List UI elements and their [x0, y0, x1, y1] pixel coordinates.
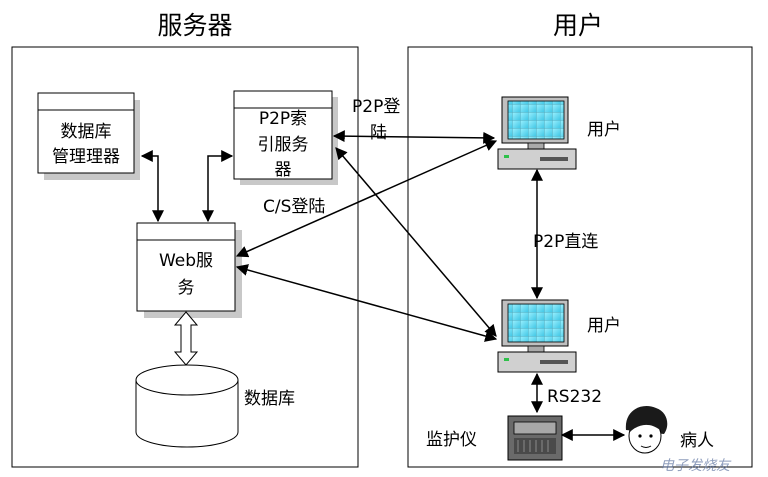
p2p-direct-label: P2P直连	[533, 232, 598, 252]
patient-label: 病人	[680, 431, 714, 451]
db-link-arrow	[173, 311, 199, 366]
user1-label: 用户	[587, 120, 621, 140]
p2p-index-label-line3: 器	[275, 160, 292, 180]
web-user2-arrow	[235, 264, 498, 342]
db-manager-web-arrow	[140, 150, 164, 223]
web-service-label-line1: Web服	[159, 251, 213, 271]
user1-computer-icon	[497, 96, 577, 170]
monitor-label: 监护仪	[426, 430, 477, 450]
web-service-box: Web服 务	[136, 222, 242, 318]
server-title: 服务器	[157, 11, 232, 40]
p2p-index-box: P2P索 引服务 器	[233, 90, 338, 185]
p2p-index-web-arrow	[202, 150, 234, 223]
p2p-login-label-line2: 陆	[370, 123, 387, 143]
db-manager-box: 数据库 管理理器	[37, 92, 140, 180]
p2p-login-label-line1: P2P登	[352, 97, 400, 117]
database-cylinder	[135, 364, 239, 448]
user2-computer-icon	[497, 299, 577, 373]
patient-icon	[625, 406, 668, 454]
cs-login-arrow	[235, 139, 498, 258]
cs-login-label: C/S登陆	[263, 197, 325, 217]
db-manager-label-line2: 管理理器	[52, 147, 120, 167]
watermark-text: 电子发烧友	[660, 458, 732, 474]
rs232-label: RS232	[547, 387, 602, 407]
p2p-index-label-line2: 引服务	[258, 135, 309, 155]
web-service-label-line2: 务	[178, 278, 195, 298]
users-title: 用户	[553, 11, 603, 40]
db-manager-label-line1: 数据库	[61, 122, 112, 142]
p2p-index-label-line1: P2P索	[259, 109, 307, 129]
user2-label: 用户	[587, 316, 621, 336]
monitor-device-icon	[507, 415, 563, 461]
database-label: 数据库	[244, 389, 295, 409]
p2p-login-arrow	[332, 130, 496, 144]
